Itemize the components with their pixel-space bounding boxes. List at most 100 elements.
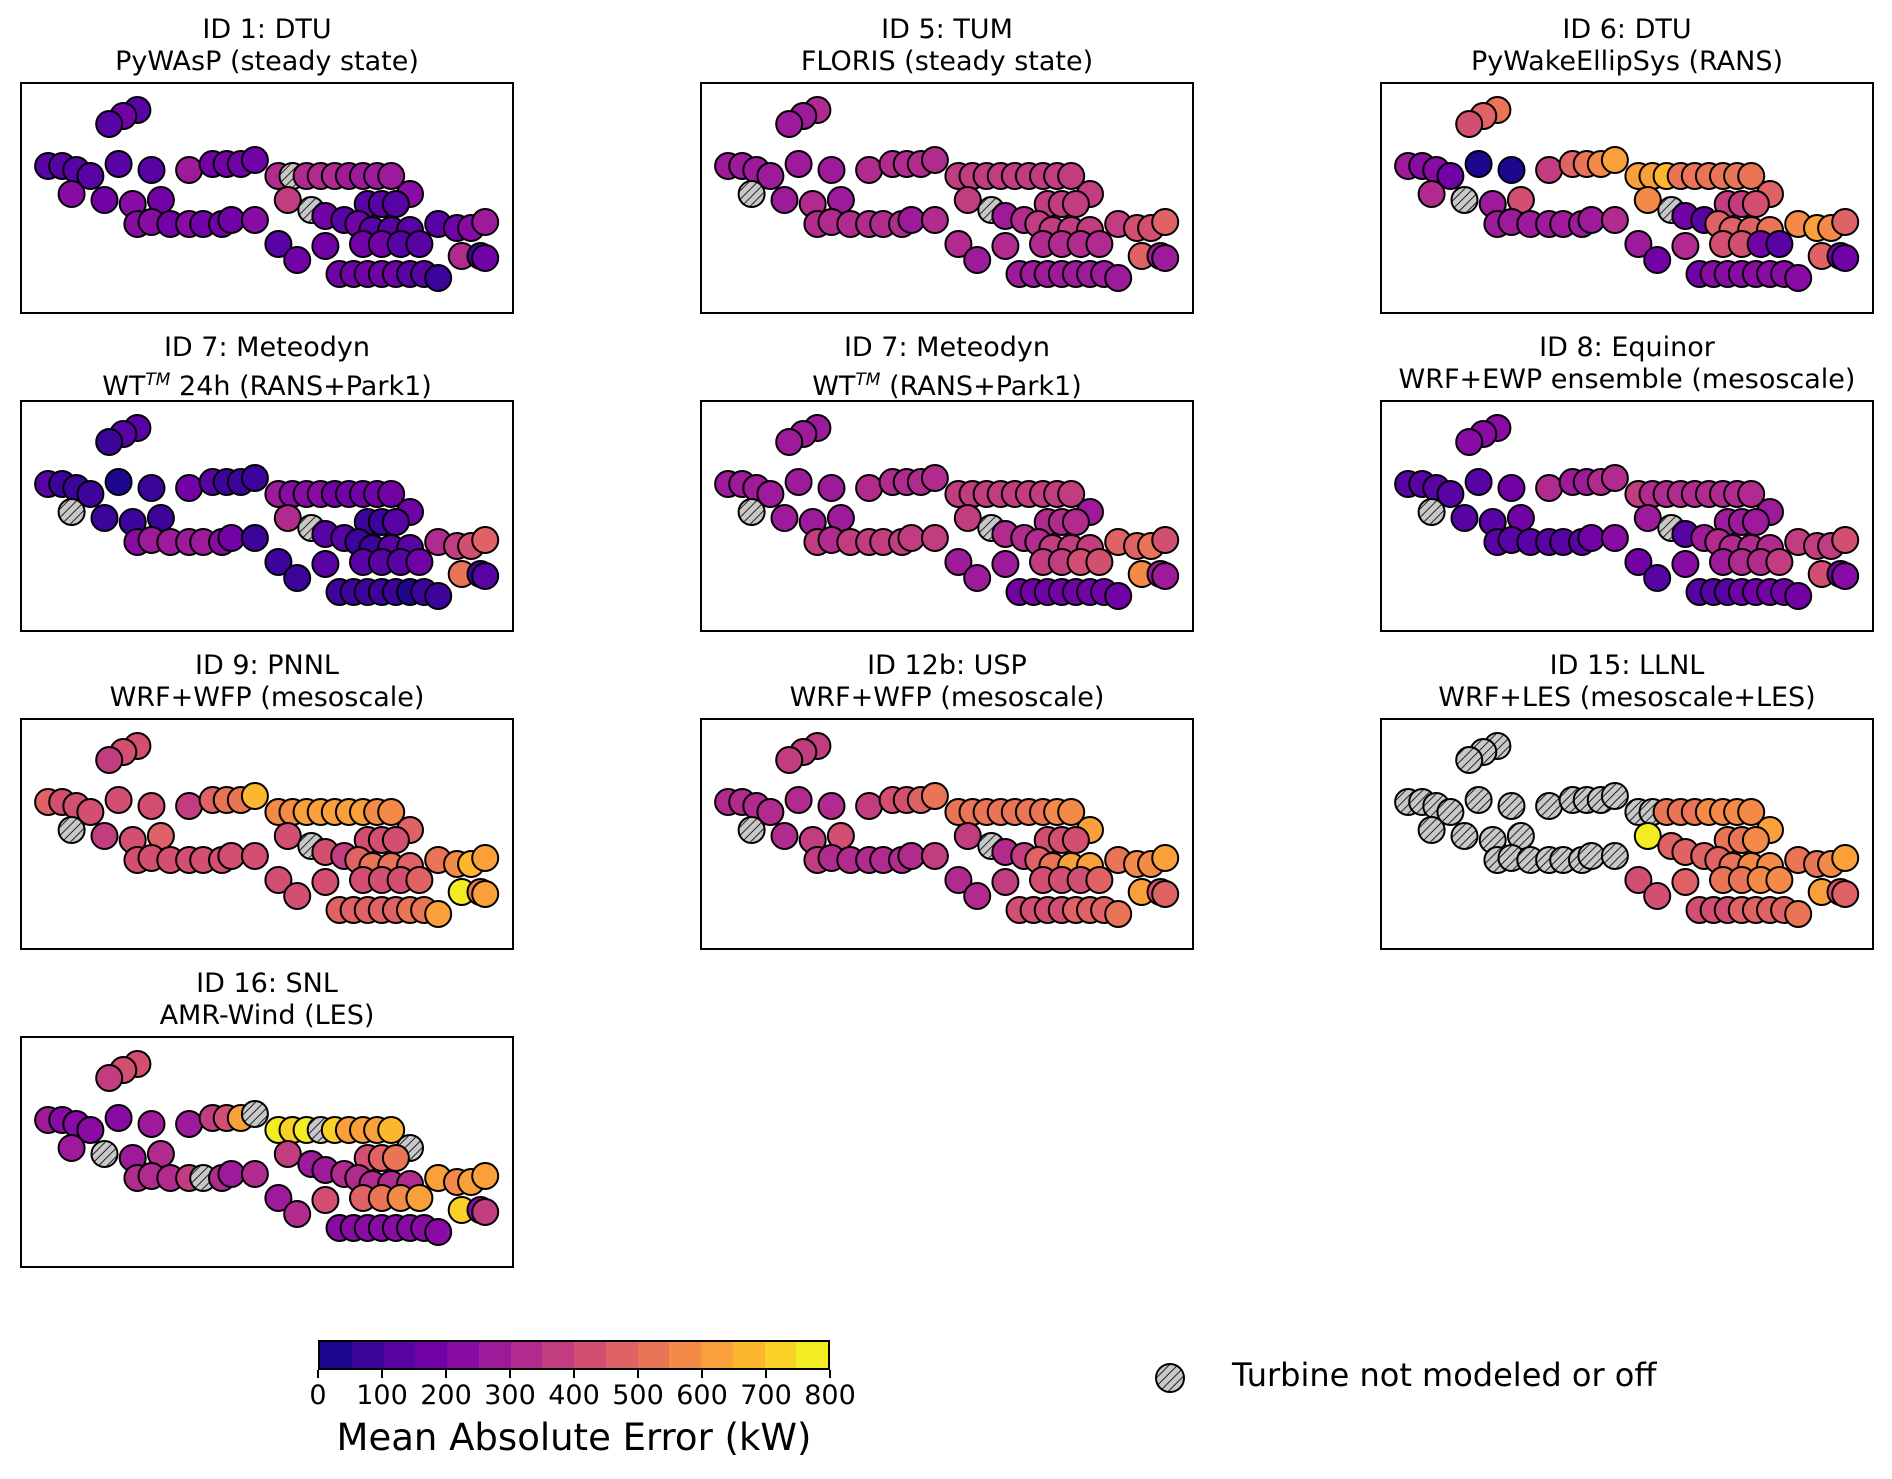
turbine-marker: [897, 206, 926, 234]
turbine-marker: [953, 822, 982, 850]
turbine-marker: [1104, 582, 1133, 610]
turbine-marker: [1784, 900, 1813, 928]
turbine-marker: [784, 786, 813, 814]
turbine-marker: [1577, 206, 1606, 234]
colorbar-tick: [701, 1370, 703, 1378]
turbine-map-panel: [20, 400, 514, 632]
colorbar-tick: [765, 1370, 767, 1378]
turbine-marker: [1831, 562, 1860, 590]
turbine-marker: [1057, 798, 1086, 826]
turbine-map: [714, 96, 1180, 292]
turbine-map-panel: [1380, 718, 1874, 950]
turbine-not-modeled-marker: [737, 498, 766, 526]
turbine-marker: [95, 746, 124, 774]
turbine-map-panel: [20, 82, 514, 314]
turbine-marker: [471, 208, 500, 236]
turbine-marker: [240, 146, 269, 174]
turbine-marker: [137, 474, 166, 502]
turbine-marker: [104, 468, 133, 496]
turbine-marker: [775, 428, 804, 456]
turbine-marker: [175, 156, 204, 184]
turbine-marker: [1784, 582, 1813, 610]
panel-model-label: PyWAsP (steady state): [115, 46, 419, 77]
turbine-marker: [770, 186, 799, 214]
turbine-marker: [377, 480, 406, 508]
turbine-marker: [920, 842, 949, 870]
turbine-marker: [1643, 882, 1672, 910]
turbine-marker: [381, 1144, 410, 1172]
turbine-not-modeled-marker: [1577, 842, 1606, 870]
turbine-marker: [1737, 798, 1766, 826]
panel-model-label: AMR-Wind (LES): [159, 1000, 375, 1031]
turbine-marker: [1765, 548, 1794, 576]
colorbar-tick-label: 400: [548, 1380, 600, 1411]
turbine-not-modeled-marker: [1450, 822, 1479, 850]
turbine-marker: [405, 1184, 434, 1212]
panel-model-label: WTTM 24h (RANS+Park1): [102, 370, 432, 402]
turbine-marker: [1831, 244, 1860, 272]
turbine-marker: [471, 244, 500, 272]
colorbar-tick-label: 500: [612, 1380, 664, 1411]
turbine-map-panel: [20, 1036, 514, 1268]
turbine-marker: [1535, 474, 1564, 502]
turbine-marker: [1057, 162, 1086, 190]
colorbar-segment: [478, 1342, 511, 1368]
turbine-marker: [311, 550, 340, 578]
turbine-marker: [897, 842, 926, 870]
turbine-map: [714, 732, 1180, 928]
turbine-marker: [944, 548, 973, 576]
turbine-marker: [1455, 110, 1484, 138]
legend-label: Turbine not modeled or off: [1232, 1356, 1657, 1394]
turbine-marker: [1831, 208, 1860, 236]
panel-model-label: FLORIS (steady state): [800, 46, 1094, 77]
turbine-marker: [756, 798, 785, 826]
colorbar-segment: [447, 1342, 479, 1368]
turbine-marker: [1600, 524, 1629, 552]
turbine-marker: [1061, 508, 1090, 536]
turbine-marker: [471, 1198, 500, 1226]
turbine-marker: [991, 550, 1020, 578]
turbine-marker: [756, 162, 785, 190]
turbine-marker: [57, 1134, 86, 1162]
turbine-marker: [104, 150, 133, 178]
colorbar-segment: [701, 1342, 733, 1368]
panel-id-label: ID 8: Equinor: [1539, 332, 1715, 363]
turbine-marker: [95, 428, 124, 456]
turbine-marker: [1831, 880, 1860, 908]
colorbar-segment: [510, 1342, 543, 1368]
colorbar-segment: [351, 1342, 384, 1368]
turbine-marker: [90, 186, 119, 214]
turbine-map: [34, 1050, 500, 1246]
turbine-not-modeled-marker: [737, 180, 766, 208]
turbine-marker: [953, 504, 982, 532]
turbine-marker: [76, 798, 105, 826]
colorbar-tick-label: 700: [740, 1380, 792, 1411]
turbine-marker: [90, 822, 119, 850]
turbine-not-modeled-marker: [1535, 792, 1564, 820]
panel-model-label: WTTM (RANS+Park1): [812, 370, 1082, 402]
turbine-marker: [1450, 504, 1479, 532]
turbine-marker: [1151, 880, 1180, 908]
colorbar-segment: [637, 1342, 670, 1368]
turbine-marker: [175, 1110, 204, 1138]
turbine-marker: [963, 564, 992, 592]
turbine-marker: [240, 464, 269, 492]
turbine-marker: [991, 232, 1020, 260]
turbine-not-modeled-marker: [1455, 746, 1484, 774]
colorbar-tick: [509, 1370, 511, 1378]
turbine-marker: [1600, 146, 1629, 174]
turbine-marker: [1765, 866, 1794, 894]
turbine-marker: [1104, 900, 1133, 928]
turbine-marker: [1151, 562, 1180, 590]
turbine-map: [714, 414, 1180, 610]
turbine-marker: [770, 504, 799, 532]
turbine-marker: [1061, 826, 1090, 854]
turbine-not-modeled-marker: [57, 816, 86, 844]
turbine-marker: [57, 180, 86, 208]
turbine-marker: [405, 230, 434, 258]
turbine-marker: [1497, 474, 1526, 502]
